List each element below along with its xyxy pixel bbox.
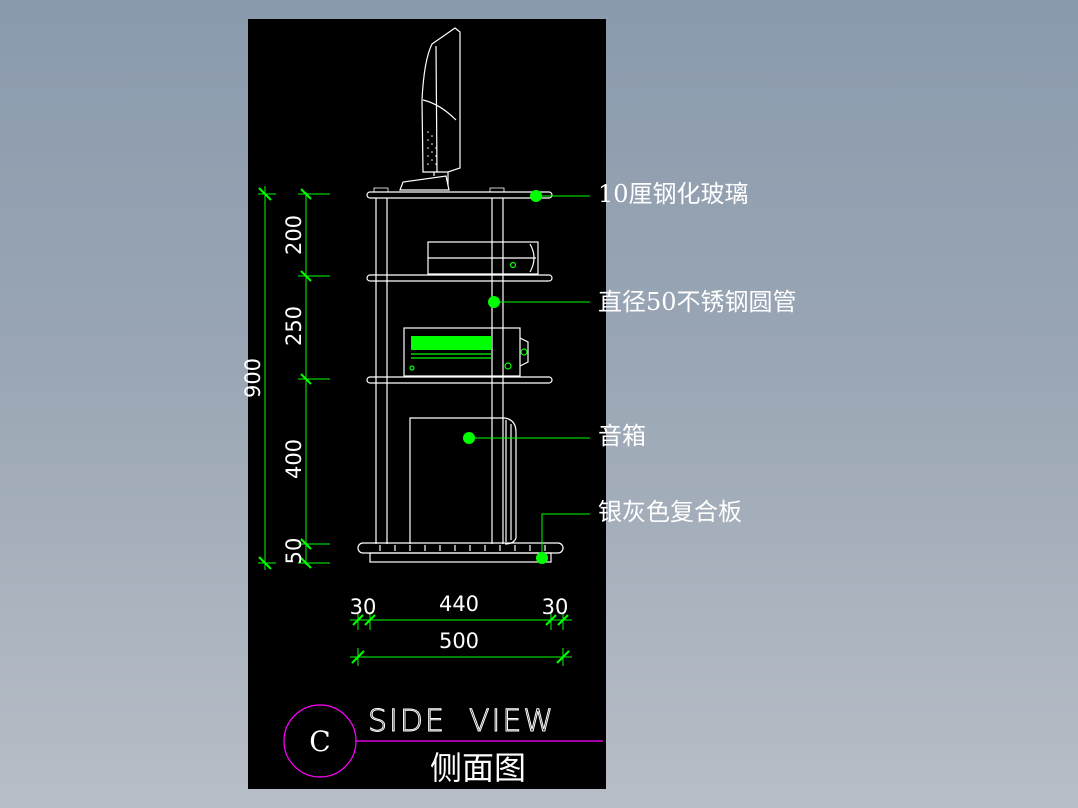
dimension-label-500: 500 — [439, 629, 479, 653]
title-chinese: 侧面图 — [430, 749, 526, 787]
drawing-sheet — [248, 19, 606, 789]
callout-text-composite: 银灰色复合板 — [598, 498, 742, 526]
dimension-label-900: 900 — [241, 358, 265, 398]
callout-text-speaker: 音箱 — [598, 422, 646, 450]
callout-text-steel-tube: 直径50不锈钢圆管 — [598, 288, 797, 316]
glass-shelf-middle — [366, 274, 553, 282]
callout-leader-glass — [530, 190, 590, 202]
dimension-lines-vertical — [258, 186, 330, 570]
title-english: SIDE VIEW — [368, 704, 555, 739]
dimension-label-30-left: 30 — [350, 595, 377, 619]
tv-monitor-icon — [399, 27, 461, 191]
dimension-label-200: 200 — [282, 215, 306, 255]
dvd-player-icon — [427, 241, 539, 275]
callout-leader-steel-tube — [488, 296, 590, 308]
callout-leader-composite — [536, 513, 590, 564]
callout-text-glass: 10厘钢化玻璃 — [598, 180, 749, 208]
steel-post-left — [375, 198, 388, 544]
steel-post-right — [491, 198, 504, 544]
dimension-label-250: 250 — [282, 306, 306, 346]
title-block: C SIDE VIEW 侧面图 — [283, 704, 603, 787]
dimension-label-30-right: 30 — [542, 595, 569, 619]
amplifier-icon — [403, 327, 529, 377]
base-board-icon — [357, 542, 564, 563]
title-bubble-letter: C — [309, 725, 330, 758]
glass-shelf-top — [366, 187, 553, 199]
dimension-label-50: 50 — [282, 538, 306, 565]
dimension-lines-horizontal — [350, 612, 572, 666]
dimension-label-400: 400 — [282, 439, 306, 479]
callout-leader-speaker — [463, 432, 590, 444]
dimension-label-440: 440 — [439, 592, 479, 616]
glass-shelf-lower — [366, 376, 553, 384]
